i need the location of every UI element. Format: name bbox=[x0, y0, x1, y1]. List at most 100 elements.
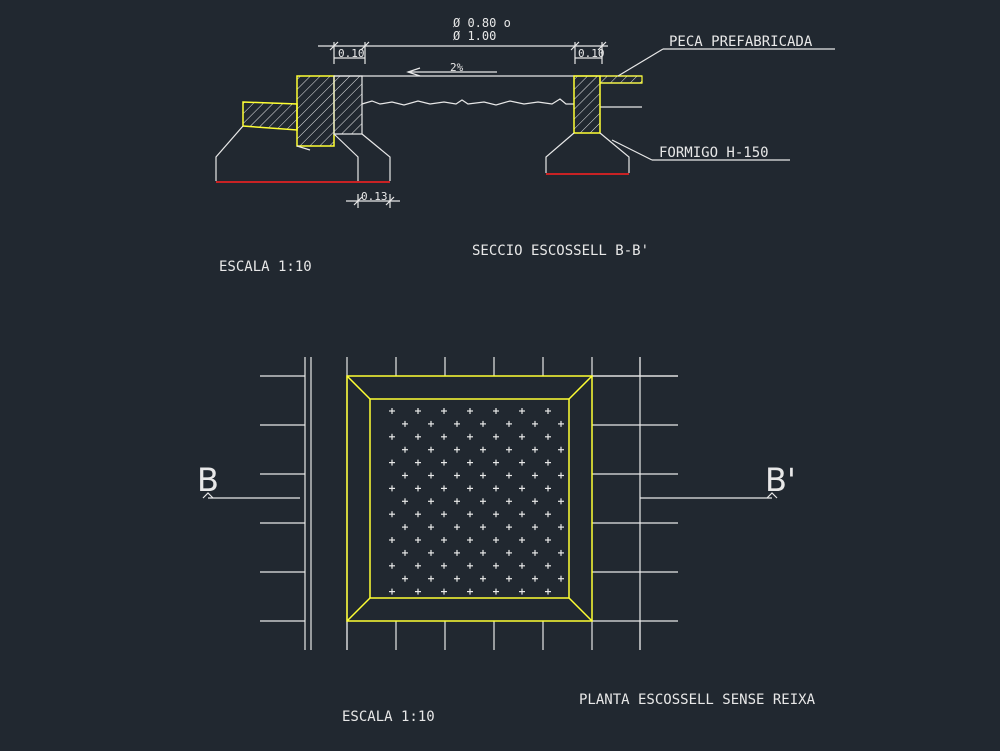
gravel-cross bbox=[454, 472, 460, 479]
soil-line bbox=[361, 98, 574, 106]
gravel-cross bbox=[558, 420, 564, 427]
gravel-cross bbox=[454, 575, 460, 582]
gravel-cross bbox=[545, 433, 551, 440]
gravel-cross bbox=[467, 485, 473, 492]
gravel-cross bbox=[532, 524, 538, 531]
gravel-cross bbox=[389, 433, 395, 440]
gravel-cross bbox=[467, 459, 473, 466]
gravel-cross bbox=[467, 588, 473, 595]
gravel-cross bbox=[402, 524, 408, 531]
gravel-cross bbox=[467, 408, 473, 414]
gravel-cross bbox=[441, 408, 447, 414]
gravel-cross bbox=[493, 588, 499, 595]
gravel-cross bbox=[415, 408, 421, 414]
gravel-cross bbox=[493, 562, 499, 569]
gravel-cross bbox=[480, 498, 486, 505]
dim-right-label: 0.10 bbox=[578, 47, 605, 60]
gravel-cross bbox=[480, 524, 486, 531]
gravel-cross bbox=[506, 575, 512, 582]
gravel-cross bbox=[545, 537, 551, 543]
gravel-cross bbox=[454, 498, 460, 505]
gravel-cross bbox=[428, 420, 434, 427]
gravel-cross bbox=[428, 498, 434, 505]
gravel-cross bbox=[415, 588, 421, 595]
gravel-cross bbox=[493, 485, 499, 492]
gravel-cross bbox=[480, 446, 486, 453]
gravel-cross bbox=[558, 575, 564, 582]
concrete-leader bbox=[611, 139, 790, 161]
gravel-cross bbox=[480, 549, 486, 556]
gravel-cross bbox=[428, 524, 434, 531]
gravel-cross bbox=[402, 472, 408, 479]
gravel-cross bbox=[415, 485, 421, 492]
gravel-cross bbox=[558, 498, 564, 505]
plan-title: PLANTA ESCOSSELL SENSE REIXA bbox=[579, 692, 816, 708]
left-curb-inner bbox=[333, 75, 363, 135]
dim-left-label: 0.10 bbox=[338, 47, 365, 60]
gravel-cross bbox=[545, 408, 551, 414]
gravel-cross bbox=[532, 446, 538, 453]
gravel-cross bbox=[441, 562, 447, 569]
gravel-cross bbox=[402, 498, 408, 505]
section-title: SECCIO ESCOSSELL B-B' bbox=[472, 243, 649, 259]
gravel-cross bbox=[545, 562, 551, 569]
gravel-cross bbox=[389, 485, 395, 492]
marker-left-label: B bbox=[197, 461, 219, 499]
left-curb-main bbox=[296, 75, 335, 147]
gravel-cross bbox=[506, 549, 512, 556]
gravel-cross bbox=[415, 537, 421, 543]
prefab-piece bbox=[599, 75, 643, 84]
gravel-cross bbox=[519, 588, 525, 595]
gravel-cross bbox=[389, 408, 395, 414]
diameter-label-1: Ø 0.80 o bbox=[453, 16, 511, 30]
top-dimension bbox=[318, 41, 608, 64]
gravel-cross bbox=[467, 562, 473, 569]
marker-right-label: B' bbox=[765, 461, 796, 499]
bottom-dimension bbox=[346, 194, 400, 208]
gravel-cross bbox=[480, 472, 486, 479]
concrete-label: FORMIGO H-150 bbox=[659, 145, 769, 161]
gravel-cross bbox=[454, 549, 460, 556]
gravel-cross bbox=[402, 420, 408, 427]
gravel-cross bbox=[519, 562, 525, 569]
gravel-cross bbox=[506, 446, 512, 453]
gravel-cross bbox=[493, 433, 499, 440]
left-curb-side bbox=[242, 101, 298, 131]
gravel-cross bbox=[493, 537, 499, 543]
gravel-cross bbox=[506, 472, 512, 479]
left-footing bbox=[215, 125, 391, 181]
slope-label: 2% bbox=[450, 61, 464, 74]
gravel-cross bbox=[454, 524, 460, 531]
prefab-label: PECA PREFABRICADA bbox=[669, 34, 813, 50]
gravel-cross bbox=[545, 485, 551, 492]
section-scale: ESCALA 1:10 bbox=[219, 259, 312, 275]
gravel-cross bbox=[428, 472, 434, 479]
gravel-cross bbox=[532, 575, 538, 582]
gravel-cross bbox=[467, 433, 473, 440]
gravel-cross bbox=[532, 498, 538, 505]
gravel-cross bbox=[441, 433, 447, 440]
gravel-cross bbox=[389, 511, 395, 518]
gravel-cross bbox=[493, 459, 499, 466]
gravel-cross bbox=[480, 575, 486, 582]
gravel-cross bbox=[558, 472, 564, 479]
gravel-cross bbox=[532, 472, 538, 479]
section-view: Ø 0.80 o Ø 1.00 0.10 0.10 2% bbox=[215, 16, 835, 275]
pit-inner-frame bbox=[369, 398, 570, 599]
section-marker-right bbox=[640, 492, 778, 499]
gravel-cross bbox=[519, 511, 525, 518]
gravel-cross bbox=[467, 511, 473, 518]
gravel-cross bbox=[402, 446, 408, 453]
gravel-cross bbox=[467, 537, 473, 543]
gravel-cross bbox=[415, 511, 421, 518]
gravel-cross bbox=[428, 446, 434, 453]
gravel-cross bbox=[493, 511, 499, 518]
gravel-cross bbox=[441, 485, 447, 492]
gravel-cross bbox=[389, 588, 395, 595]
gravel-cross bbox=[415, 562, 421, 569]
gravel-cross bbox=[480, 420, 486, 427]
gravel-cross bbox=[402, 575, 408, 582]
gravel-cross bbox=[519, 485, 525, 492]
gravel-cross bbox=[454, 420, 460, 427]
